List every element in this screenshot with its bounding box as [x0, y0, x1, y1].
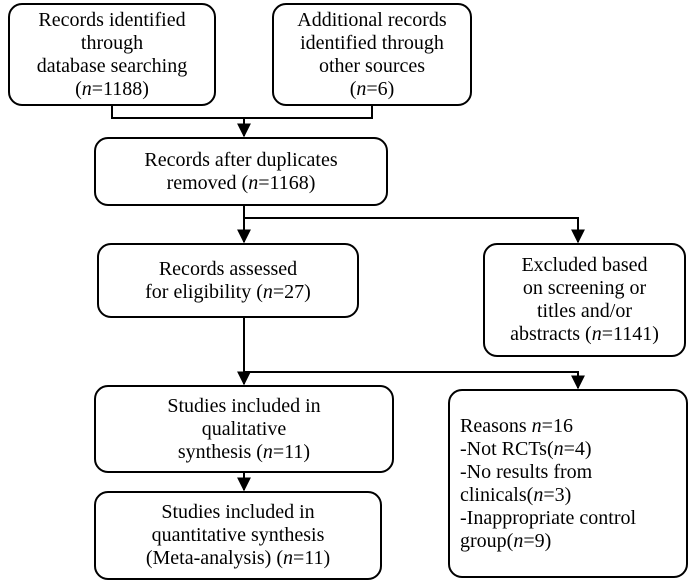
box-line: Studies included in — [167, 394, 321, 417]
box-count-line: synthesis (n=11) — [178, 441, 310, 464]
arrow-to-reasons — [244, 371, 585, 390]
box-line: database searching — [36, 54, 188, 77]
box-count-line: (Meta-analysis) (n=11) — [146, 547, 330, 570]
box-line: other sources — [318, 54, 426, 77]
count-value: =27) — [272, 280, 311, 303]
records-after-duplicates-box: Records after duplicates removed (n=1168… — [94, 137, 388, 206]
count-value: =9) — [523, 529, 552, 552]
box-count-line: (n=1188) — [75, 78, 149, 101]
reason-item-no-results-count: clinicals(n=3) — [460, 484, 571, 507]
box-line: Records assessed — [158, 257, 298, 280]
box-line: Additional records — [297, 8, 447, 31]
box-count-line: (n=6) — [350, 78, 395, 101]
count-value: =11) — [272, 440, 311, 463]
reasons-title-prefix: Reasons — [460, 414, 532, 437]
reason-item-inappropriate-control: -Inappropriate control — [460, 506, 637, 529]
box-line: titles and/or — [537, 300, 632, 322]
n-label: n — [262, 280, 273, 303]
n-label: n — [513, 529, 524, 552]
records-identified-database-box: Records identified through database sear… — [8, 3, 216, 106]
reason-prefix: group( — [460, 529, 514, 552]
n-label: n — [262, 440, 273, 463]
exclusion-reasons-box: Reasons n=16 -Not RCTs(n=4) -No results … — [448, 389, 688, 578]
arrow-to-excluded — [244, 217, 585, 244]
additional-records-box: Additional records identified through ot… — [272, 3, 472, 106]
reason-item-inappropriate-control-count: group(n=9) — [460, 530, 551, 553]
box-count-line: removed (n=1168) — [167, 172, 316, 195]
count-prefix: synthesis ( — [177, 440, 263, 463]
reason-prefix: -Not RCTs( — [460, 437, 554, 460]
count-prefix: removed ( — [166, 171, 249, 194]
count-value: =4) — [563, 437, 592, 460]
count-prefix: abstracts ( — [510, 323, 592, 345]
box-line: identified through — [300, 31, 444, 54]
count-prefix: ( — [75, 77, 82, 100]
n-label: n — [356, 77, 367, 100]
n-label: n — [248, 171, 259, 194]
count-value: =3) — [543, 483, 572, 506]
reason-prefix: clinicals( — [460, 483, 534, 506]
records-assessed-box: Records assessed for eligibility (n=27) — [97, 243, 359, 318]
count-value: =1168) — [258, 171, 316, 194]
box-line: Studies included in — [161, 501, 315, 523]
box-line: through — [80, 31, 144, 54]
box-line: qualitative — [201, 417, 287, 440]
n-label: n — [533, 483, 544, 506]
count-value: =1188) — [91, 77, 149, 100]
count-prefix: for eligibility ( — [145, 280, 263, 303]
box-line: Records identified — [38, 8, 186, 31]
box-count-line: abstracts (n=1141) — [510, 323, 659, 346]
qualitative-synthesis-box: Studies included in qualitative synthesi… — [94, 385, 394, 473]
box-line: on screening or — [522, 277, 647, 299]
count-value: =1141) — [601, 323, 659, 345]
n-label: n — [531, 414, 542, 437]
count-prefix: (Meta-analysis) ( — [145, 547, 283, 569]
box-line: Excluded based — [521, 254, 648, 276]
count-prefix: ( — [349, 77, 357, 100]
n-label: n — [282, 547, 293, 569]
excluded-records-box: Excluded based on screening or titles an… — [483, 243, 686, 357]
reason-item-not-rcts: -Not RCTs(n=4) — [460, 438, 592, 461]
count-value: =6) — [366, 77, 395, 100]
reason-item-no-results: -No results from — [460, 460, 593, 483]
n-label: n — [591, 323, 602, 345]
count-value: =11) — [292, 547, 331, 569]
box-line: quantitative synthesis — [151, 524, 325, 546]
count-value: =16 — [541, 414, 573, 437]
n-label: n — [553, 437, 564, 460]
n-label: n — [81, 77, 92, 100]
box-line: Records after duplicates — [144, 148, 338, 171]
box-count-line: for eligibility (n=27) — [145, 281, 311, 304]
quantitative-synthesis-box: Studies included in quantitative synthes… — [94, 491, 382, 580]
reasons-title: Reasons n=16 — [460, 415, 573, 438]
merge-connector — [111, 106, 373, 119]
